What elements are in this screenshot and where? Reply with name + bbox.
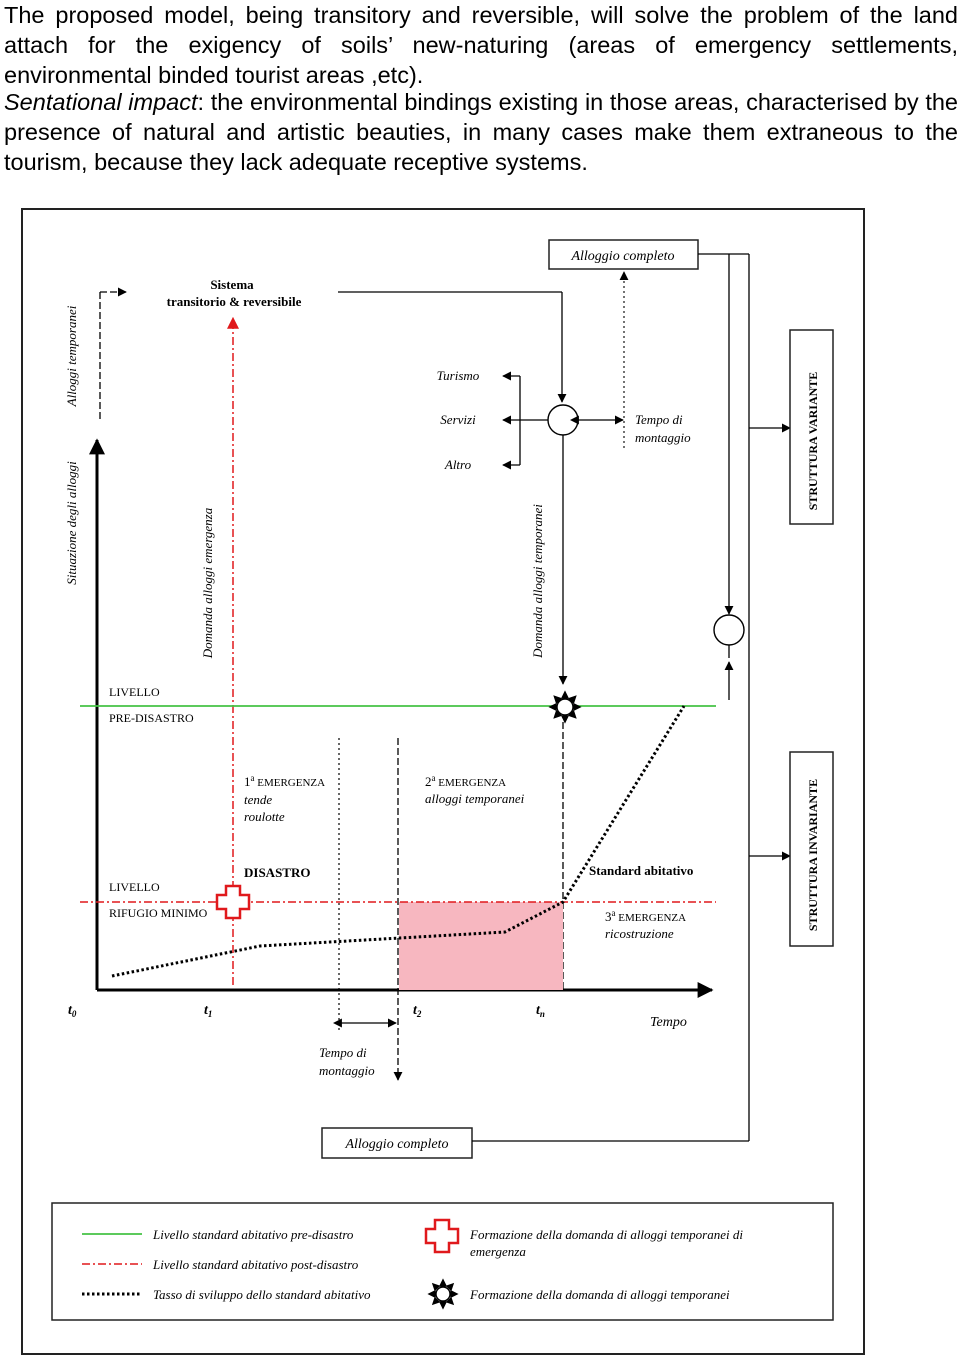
emergency-3-heading: 3a EMERGENZA xyxy=(605,908,686,924)
tende-text: tende xyxy=(244,792,272,807)
altro-label: Altro xyxy=(444,457,472,472)
struttura-variante-box xyxy=(789,329,834,525)
pink-emergency-area xyxy=(399,902,563,990)
sun-icon xyxy=(548,690,582,724)
turismo-label: Turismo xyxy=(437,368,480,383)
emergency-1-heading: 1a EMERGENZA xyxy=(244,773,325,789)
struttura-variante-text: STRUTTURA VARIANTE xyxy=(806,372,820,511)
emergency-2-heading: 2a EMERGENZA xyxy=(425,773,506,789)
tempo-di-bottom-label: Tempo di xyxy=(319,1045,367,1060)
montaggio-top-label: montaggio xyxy=(635,430,691,445)
legend-cross-text-2: emergenza xyxy=(470,1244,526,1259)
rifugio-minimo-text: RIFUGIO MINIMO xyxy=(109,906,208,920)
legend-cross-text-1: Formazione della domanda di alloggi temp… xyxy=(469,1227,743,1242)
tempo-axis-label: Tempo xyxy=(650,1015,687,1030)
alloggi-temporanei-axis-text: Alloggi temporanei xyxy=(64,305,79,407)
t0-label: t0 xyxy=(68,1003,77,1019)
servizi-label: Servizi xyxy=(440,412,476,427)
tn-label: tn xyxy=(536,1003,545,1019)
top-alloggio-completo-box xyxy=(548,239,699,270)
legend-green-line-text: Livello standard abitativo pre-disastro xyxy=(152,1227,354,1242)
figure-frame xyxy=(21,208,865,1355)
t2-label: t2 xyxy=(413,1003,422,1019)
sistema-line-1: Sistema xyxy=(210,277,254,292)
bottom-alloggio-completo-text: Alloggio completo xyxy=(344,1137,448,1152)
sistema-line-2: transitorio & reversibile xyxy=(167,294,302,309)
standard-abitativo-text: Standard abitativo xyxy=(589,863,693,878)
ricostruzione-text: ricostruzione xyxy=(605,926,674,941)
paragraph-2: Sentational impact: the environmental bi… xyxy=(4,87,958,177)
red-cross-icon xyxy=(215,884,251,920)
paragraph-1: The proposed model, being transitory and… xyxy=(4,0,958,90)
disastro-text: DISASTRO xyxy=(244,865,310,880)
montaggio-bottom-label: montaggio xyxy=(319,1063,375,1078)
legend-red-line-text: Livello standard abitativo post-disastro xyxy=(152,1257,359,1272)
roulotte-text: roulotte xyxy=(244,809,285,824)
legend-sun-text: Formazione della domanda di alloggi temp… xyxy=(469,1287,730,1302)
alloggi-temporanei-label: alloggi temporanei xyxy=(425,791,525,806)
livello-2-text: LIVELLO xyxy=(109,880,160,894)
domanda-temporanei-text: Domanda alloggi temporanei xyxy=(530,504,545,659)
paragraph-1-text: The proposed model, being transitory and… xyxy=(4,2,958,88)
domanda-emergenza-text: Domanda alloggi emergenza xyxy=(200,507,215,659)
legend-dotted-line-text: Tasso di sviluppo dello standard abitati… xyxy=(153,1287,371,1302)
t1-label: t1 xyxy=(204,1003,212,1019)
development-dotted-curve xyxy=(111,705,686,978)
right-node-circle xyxy=(713,614,745,646)
legend-red-cross-icon xyxy=(424,1218,460,1254)
paragraph-2-text: : the environmental bindings existing in… xyxy=(4,89,958,175)
pre-disastro-text: PRE-DISASTRO xyxy=(109,711,194,725)
tempo-di-top-label: Tempo di xyxy=(635,412,683,427)
struttura-invariante-text: STRUTTURA INVARIANTE xyxy=(806,779,820,931)
situazione-alloggi-axis-text: Situazione degli alloggi xyxy=(64,461,79,585)
paragraph-2-term: Sentational impact xyxy=(4,89,198,115)
top-alloggio-completo-text: Alloggio completo xyxy=(570,249,674,264)
bottom-alloggio-completo-box xyxy=(321,1127,473,1159)
main-node-circle xyxy=(547,404,579,436)
legend-sun-icon xyxy=(427,1278,459,1310)
livello-1-text: LIVELLO xyxy=(109,685,160,699)
struttura-invariante-box xyxy=(789,751,834,947)
